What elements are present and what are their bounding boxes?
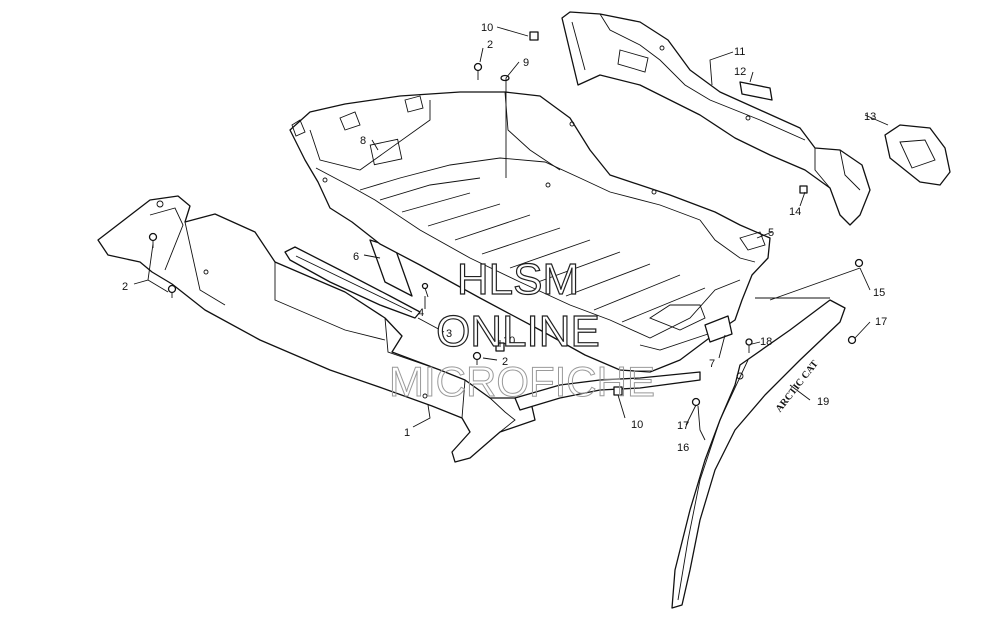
watermark: HLSM ONLINE MICROFICHE <box>389 254 656 405</box>
screw-icon <box>473 62 483 80</box>
callout-10: 10 <box>503 335 515 347</box>
nut-icon <box>854 258 864 268</box>
callout-7: 7 <box>709 358 715 370</box>
callout-15: 15 <box>873 287 885 299</box>
callout-14: 14 <box>789 206 801 218</box>
watermark-line-3: MICROFICHE <box>389 358 655 405</box>
left-side-panel <box>97 195 536 463</box>
screw-icon <box>167 284 177 298</box>
nut-icon <box>691 397 701 407</box>
callout-4: 4 <box>418 307 424 319</box>
screw-icon <box>472 351 482 365</box>
callout-17: 17 <box>677 420 689 432</box>
callout-13: 13 <box>864 111 876 123</box>
callout-10: 10 <box>631 419 643 431</box>
watermark-line-2: ONLINE <box>436 307 600 356</box>
callout-3: 3 <box>446 328 452 340</box>
callout-18: 18 <box>760 336 772 348</box>
callout-6: 6 <box>353 251 359 263</box>
trim-strip <box>284 246 421 319</box>
rail-decal <box>739 81 773 101</box>
callouts: 1 2 2 2 3 4 5 6 7 8 9 10 10 10 11 12 13 … <box>122 22 887 454</box>
callout-16: 16 <box>677 442 689 454</box>
callout-1: 1 <box>404 427 410 439</box>
leader-lines <box>133 26 889 441</box>
callout-2: 2 <box>487 39 493 51</box>
tail-light-bracket <box>884 124 951 186</box>
callout-2: 2 <box>502 356 508 368</box>
cargo-box <box>289 91 771 373</box>
clip-icon <box>529 31 539 41</box>
nut-icon <box>799 185 808 194</box>
callout-17: 17 <box>875 316 887 328</box>
lower-rail <box>514 371 701 411</box>
callout-10: 10 <box>481 22 493 34</box>
right-upper-rail <box>561 11 871 226</box>
callout-9: 9 <box>523 57 529 69</box>
callout-8: 8 <box>360 135 366 147</box>
watermark-line-1: HLSM <box>457 255 579 304</box>
callout-19: 19 <box>817 396 829 408</box>
rivet-icon <box>421 282 429 298</box>
screw-icon <box>745 338 753 353</box>
callout-5: 5 <box>768 227 774 239</box>
callout-11: 11 <box>734 46 745 58</box>
callout-2: 2 <box>122 281 128 293</box>
nut-icon <box>847 335 857 345</box>
callout-12: 12 <box>734 66 746 78</box>
